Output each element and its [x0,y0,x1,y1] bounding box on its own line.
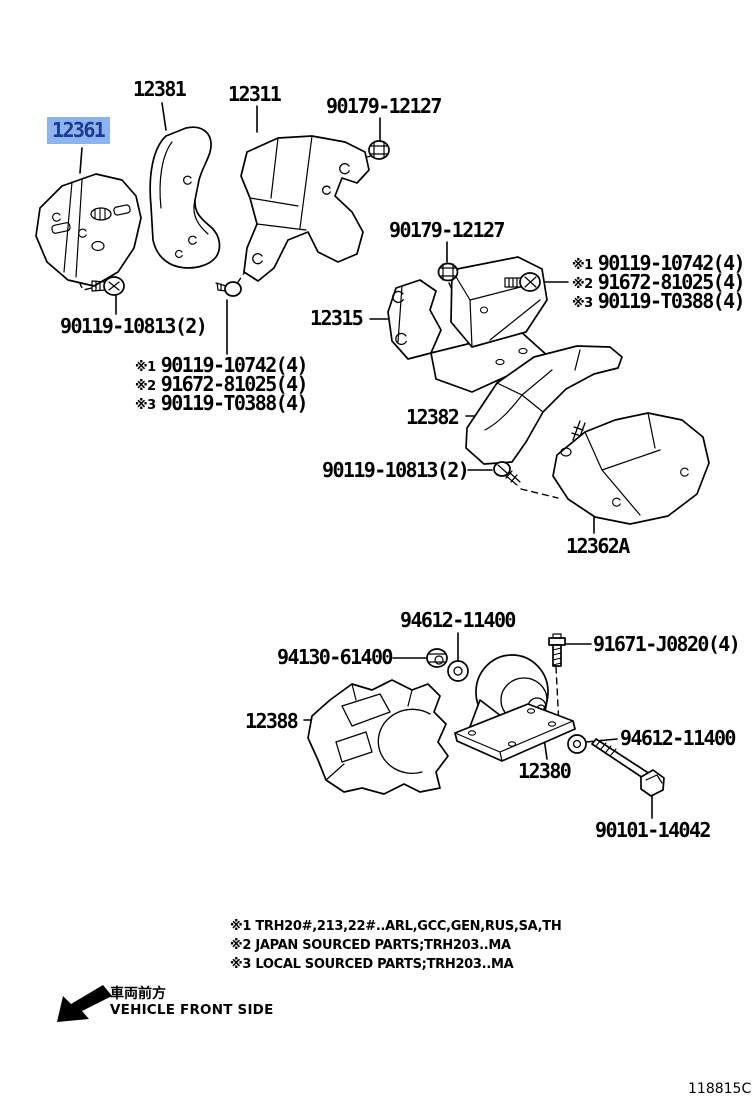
part-label-90119-10813-right[interactable]: 90119-10813(2) [322,458,470,482]
note-prefix: ※1 [572,258,593,273]
bolt-icon-90119-right [493,461,521,486]
note-group-left: ※1 90119-10742(4) ※2 91672-81025(4) ※3 9… [135,353,309,415]
part-label-12362A[interactable]: 12362A [566,534,630,558]
part-drawing-12380 [454,654,576,762]
part-drawing-12311 [240,135,370,282]
footnote-line: ※2 JAPAN SOURCED PARTS;TRH203..MA [230,938,511,953]
note-part-number[interactable]: 90119-10742(4) [160,353,309,377]
nut-icon-90179-mid [437,262,459,282]
part-label-94130-61400[interactable]: 94130-61400 [277,645,393,669]
document-code: 118815C [688,1081,752,1097]
bolt-icon-note-right [504,272,541,292]
note-prefix: ※3 [135,398,156,413]
part-drawing-12382 [465,345,623,465]
note-part-number[interactable]: 90119-T0388(4) [597,289,746,313]
part-label-90119-10813-left[interactable]: 90119-10813(2) [60,314,208,338]
part-drawing-12381 [149,126,221,269]
part-label-12311[interactable]: 12311 [228,82,282,106]
vehicle-front-label-jp: 車両前方 [110,986,166,1002]
note-part-number[interactable]: 90119-10742(4) [597,251,746,275]
nut-icon-90179-top [368,140,390,160]
part-label-12380[interactable]: 12380 [518,759,572,783]
note-prefix: ※2 [135,379,156,394]
nut-icon-94130 [426,648,448,668]
note-part-number[interactable]: 91672-81025(4) [160,372,309,396]
part-label-12388[interactable]: 12388 [245,709,299,733]
bolt-icon-note-left [215,281,242,297]
part-drawing-12361 [35,173,142,287]
part-label-90179-12127-mid[interactable]: 90179-12127 [389,218,505,242]
part-drawing-12362A [552,412,710,525]
part-label-12315[interactable]: 12315 [310,306,364,330]
footnote-line: ※1 TRH20#,213,22#..ARL,GCC,GEN,RUS,SA,TH [230,919,562,934]
part-drawing-12388 [307,679,449,795]
washer-icon-94612-bottom [567,734,587,754]
note-group-right: ※1 90119-10742(4) ※2 91672-81025(4) ※3 9… [572,251,746,313]
part-label-90101-14042[interactable]: 90101-14042 [595,818,711,842]
washer-icon-94612-top [447,660,469,682]
part-label-12361-highlighted[interactable]: 12361 [47,117,111,144]
note-prefix: ※2 [572,277,593,292]
bolt-icon-90101 [591,738,665,797]
note-part-number[interactable]: 90119-T0388(4) [160,391,309,415]
part-label-12381[interactable]: 12381 [133,77,187,101]
part-label-91671-J0820[interactable]: 91671-J0820(4) [593,632,741,656]
part-label-94612-11400-top[interactable]: 94612-11400 [400,608,516,632]
part-label-94612-11400-bottom[interactable]: 94612-11400 [620,726,736,750]
bolt-icon-91671 [548,633,566,667]
note-prefix: ※3 [572,296,593,311]
note-prefix: ※1 [135,360,156,375]
part-label-90179-12127-top[interactable]: 90179-12127 [326,94,442,118]
bolt-icon-90119-left [91,276,125,296]
note-part-number[interactable]: 91672-81025(4) [597,270,746,294]
footnote-line: ※3 LOCAL SOURCED PARTS;TRH203..MA [230,957,514,972]
vehicle-front-label-en: VEHICLE FRONT SIDE [110,1002,274,1018]
footnotes: ※1 TRH20#,213,22#..ARL,GCC,GEN,RUS,SA,TH… [230,917,562,974]
vehicle-front-arrow [57,985,112,1022]
part-label-12382[interactable]: 12382 [406,405,460,429]
